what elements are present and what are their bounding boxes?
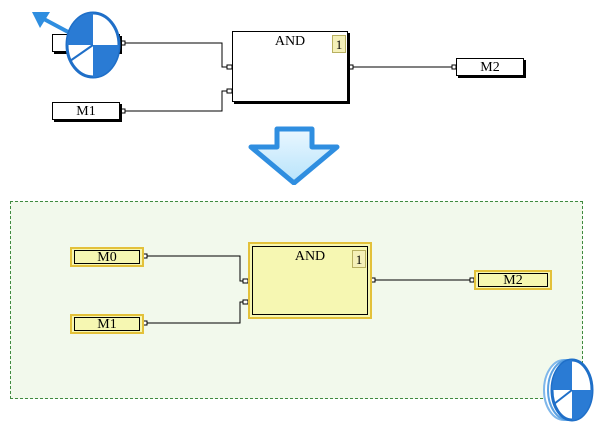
mouse-cursor-icon [32, 11, 121, 79]
top-output-m2-label: M2 [480, 60, 500, 75]
bottom-input-m0[interactable]: M0 [70, 247, 144, 267]
bottom-output-m2-label: M2 [478, 273, 548, 288]
top-input-m1-label: M1 [76, 104, 96, 119]
bottom-and-block[interactable]: AND 1 [248, 242, 372, 319]
top-output-m2[interactable]: M2 [456, 58, 524, 76]
bottom-and-block-title: AND [294, 249, 326, 264]
bottom-input-m1[interactable]: M1 [70, 314, 144, 334]
top-and-block-title: AND [274, 34, 306, 49]
top-and-exec-order: 1 [332, 35, 346, 53]
down-arrow-icon [248, 126, 340, 185]
mouse-drag-icon [543, 358, 594, 422]
bottom-output-m2[interactable]: M2 [474, 270, 552, 290]
bottom-and-block-frame: AND 1 [252, 246, 368, 315]
top-input-m1[interactable]: M1 [52, 102, 120, 120]
bottom-input-m1-label: M1 [74, 317, 140, 332]
bottom-and-exec-order: 1 [352, 250, 366, 268]
top-and-block[interactable]: AND 1 [232, 31, 348, 102]
bottom-input-m0-label: M0 [74, 250, 140, 265]
